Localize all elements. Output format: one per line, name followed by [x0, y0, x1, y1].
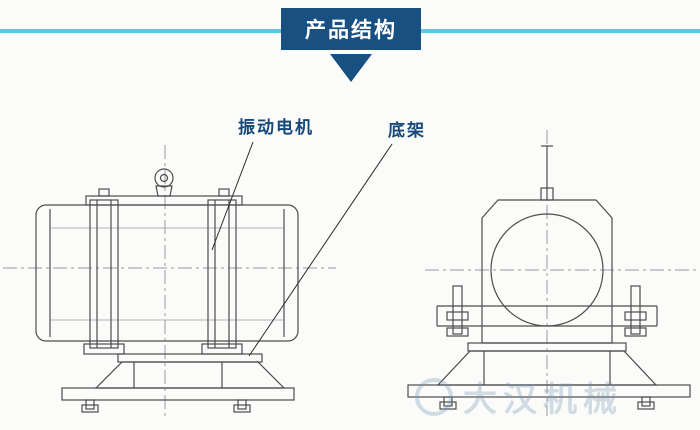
motor-body — [35, 204, 299, 342]
clamp-bolt — [98, 188, 110, 197]
technical-drawing — [3, 130, 697, 416]
anchor-nut — [637, 401, 655, 410]
mounting-foot — [83, 343, 125, 355]
lifting-eye — [154, 168, 174, 197]
motor-leader-line — [211, 141, 254, 251]
banner-arrow-icon — [330, 54, 372, 82]
clamp-band — [207, 199, 237, 349]
motor-callout-label: 振动电机 — [238, 118, 314, 137]
flange-bolt — [624, 285, 647, 337]
base-callout-label: 底架 — [388, 121, 426, 140]
base-frame-front — [407, 342, 691, 410]
clamp-band — [89, 199, 119, 349]
anchor-nut — [81, 404, 99, 413]
base-leader-line — [248, 143, 393, 357]
centerlines — [3, 130, 697, 416]
flange-bolt — [446, 285, 469, 337]
motor-end-circle — [490, 213, 604, 327]
leader-lines — [211, 141, 393, 357]
motor-housing — [481, 199, 613, 344]
bottom-flange — [407, 384, 691, 398]
terminal-lead — [540, 145, 554, 201]
side-view-drawing — [35, 168, 299, 413]
front-view-drawing — [407, 145, 691, 410]
anchor-nut — [233, 404, 251, 413]
base-frame-side — [61, 353, 295, 413]
page-title: 产品结构 — [305, 19, 397, 42]
clamp-bolt — [218, 188, 230, 197]
anchor-nut — [439, 401, 457, 410]
page-title-banner: 产品结构 — [281, 8, 421, 50]
bottom-flange — [61, 387, 295, 401]
